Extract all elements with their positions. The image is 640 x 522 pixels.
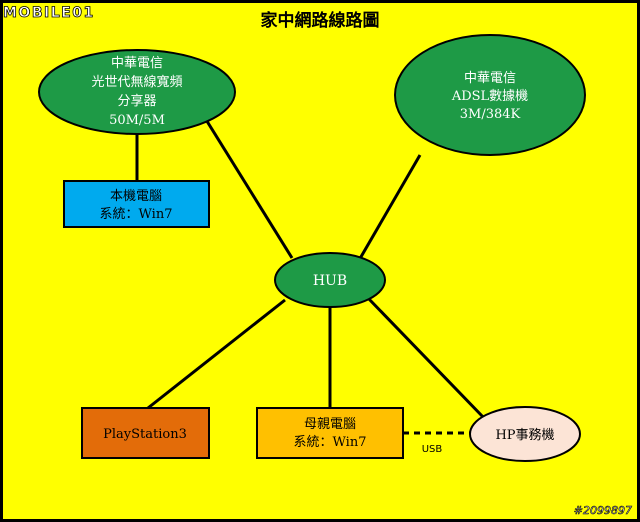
mother-pc-label: 母親電腦: [304, 417, 356, 432]
hub-node: HUB: [274, 252, 386, 308]
printer-node: HP事務機: [469, 406, 581, 462]
fiber-router-type: 光世代無線寬頻: [91, 74, 182, 90]
connections: [135, 117, 486, 435]
link-hub-to-printer: [366, 296, 486, 420]
playstation-node: PlayStation3: [81, 407, 210, 459]
playstation-label: PlayStation3: [103, 427, 187, 442]
local-pc-box: [63, 180, 210, 228]
link-adsl-to-hub: [356, 154, 422, 263]
printer-ellipse: [469, 406, 581, 462]
post-id-watermark: #2099897: [574, 504, 632, 517]
mother-pc-os: 系統：Win7: [294, 435, 367, 450]
printer-label: HP事務機: [495, 428, 554, 443]
mother-pc-node: 母親電腦 系統：Win7: [256, 407, 404, 459]
fiber-router-node: 中華電信 光世代無線寬頻 分享器 50M/5M: [38, 49, 236, 135]
link-router-to-hub: [203, 117, 294, 259]
adsl-modem-provider: 中華電信: [464, 71, 516, 86]
adsl-modem-node: 中華電信 ADSL數據機 3M/384K: [394, 34, 586, 156]
adsl-modem-ellipse: [394, 34, 586, 156]
mother-pc-box: [256, 407, 404, 459]
fiber-router-device: 分享器: [117, 93, 156, 109]
adsl-modem-type: ADSL數據機: [451, 89, 528, 104]
local-pc-os: 系統：Win7: [100, 207, 173, 222]
mobile01-logo: MOBILE01: [3, 5, 95, 22]
diagram-title: 家中網路線路圖: [261, 10, 380, 31]
hub-ellipse: [274, 252, 386, 308]
link-hub-to-playstation: [147, 298, 286, 410]
local-pc-node: 本機電腦 系統：Win7: [63, 180, 210, 228]
adsl-modem-speed: 3M/384K: [460, 107, 521, 122]
fiber-router-provider: 中華電信: [111, 56, 163, 71]
usb-link-label: USB: [422, 444, 443, 455]
hub-label: HUB: [313, 273, 347, 289]
mobile01-logo-text: MOBILE01: [3, 5, 95, 21]
fiber-router-speed: 50M/5M: [109, 113, 165, 128]
fiber-router-ellipse: [38, 49, 236, 135]
local-pc-label: 本機電腦: [110, 189, 162, 204]
playstation-box: [81, 407, 210, 459]
